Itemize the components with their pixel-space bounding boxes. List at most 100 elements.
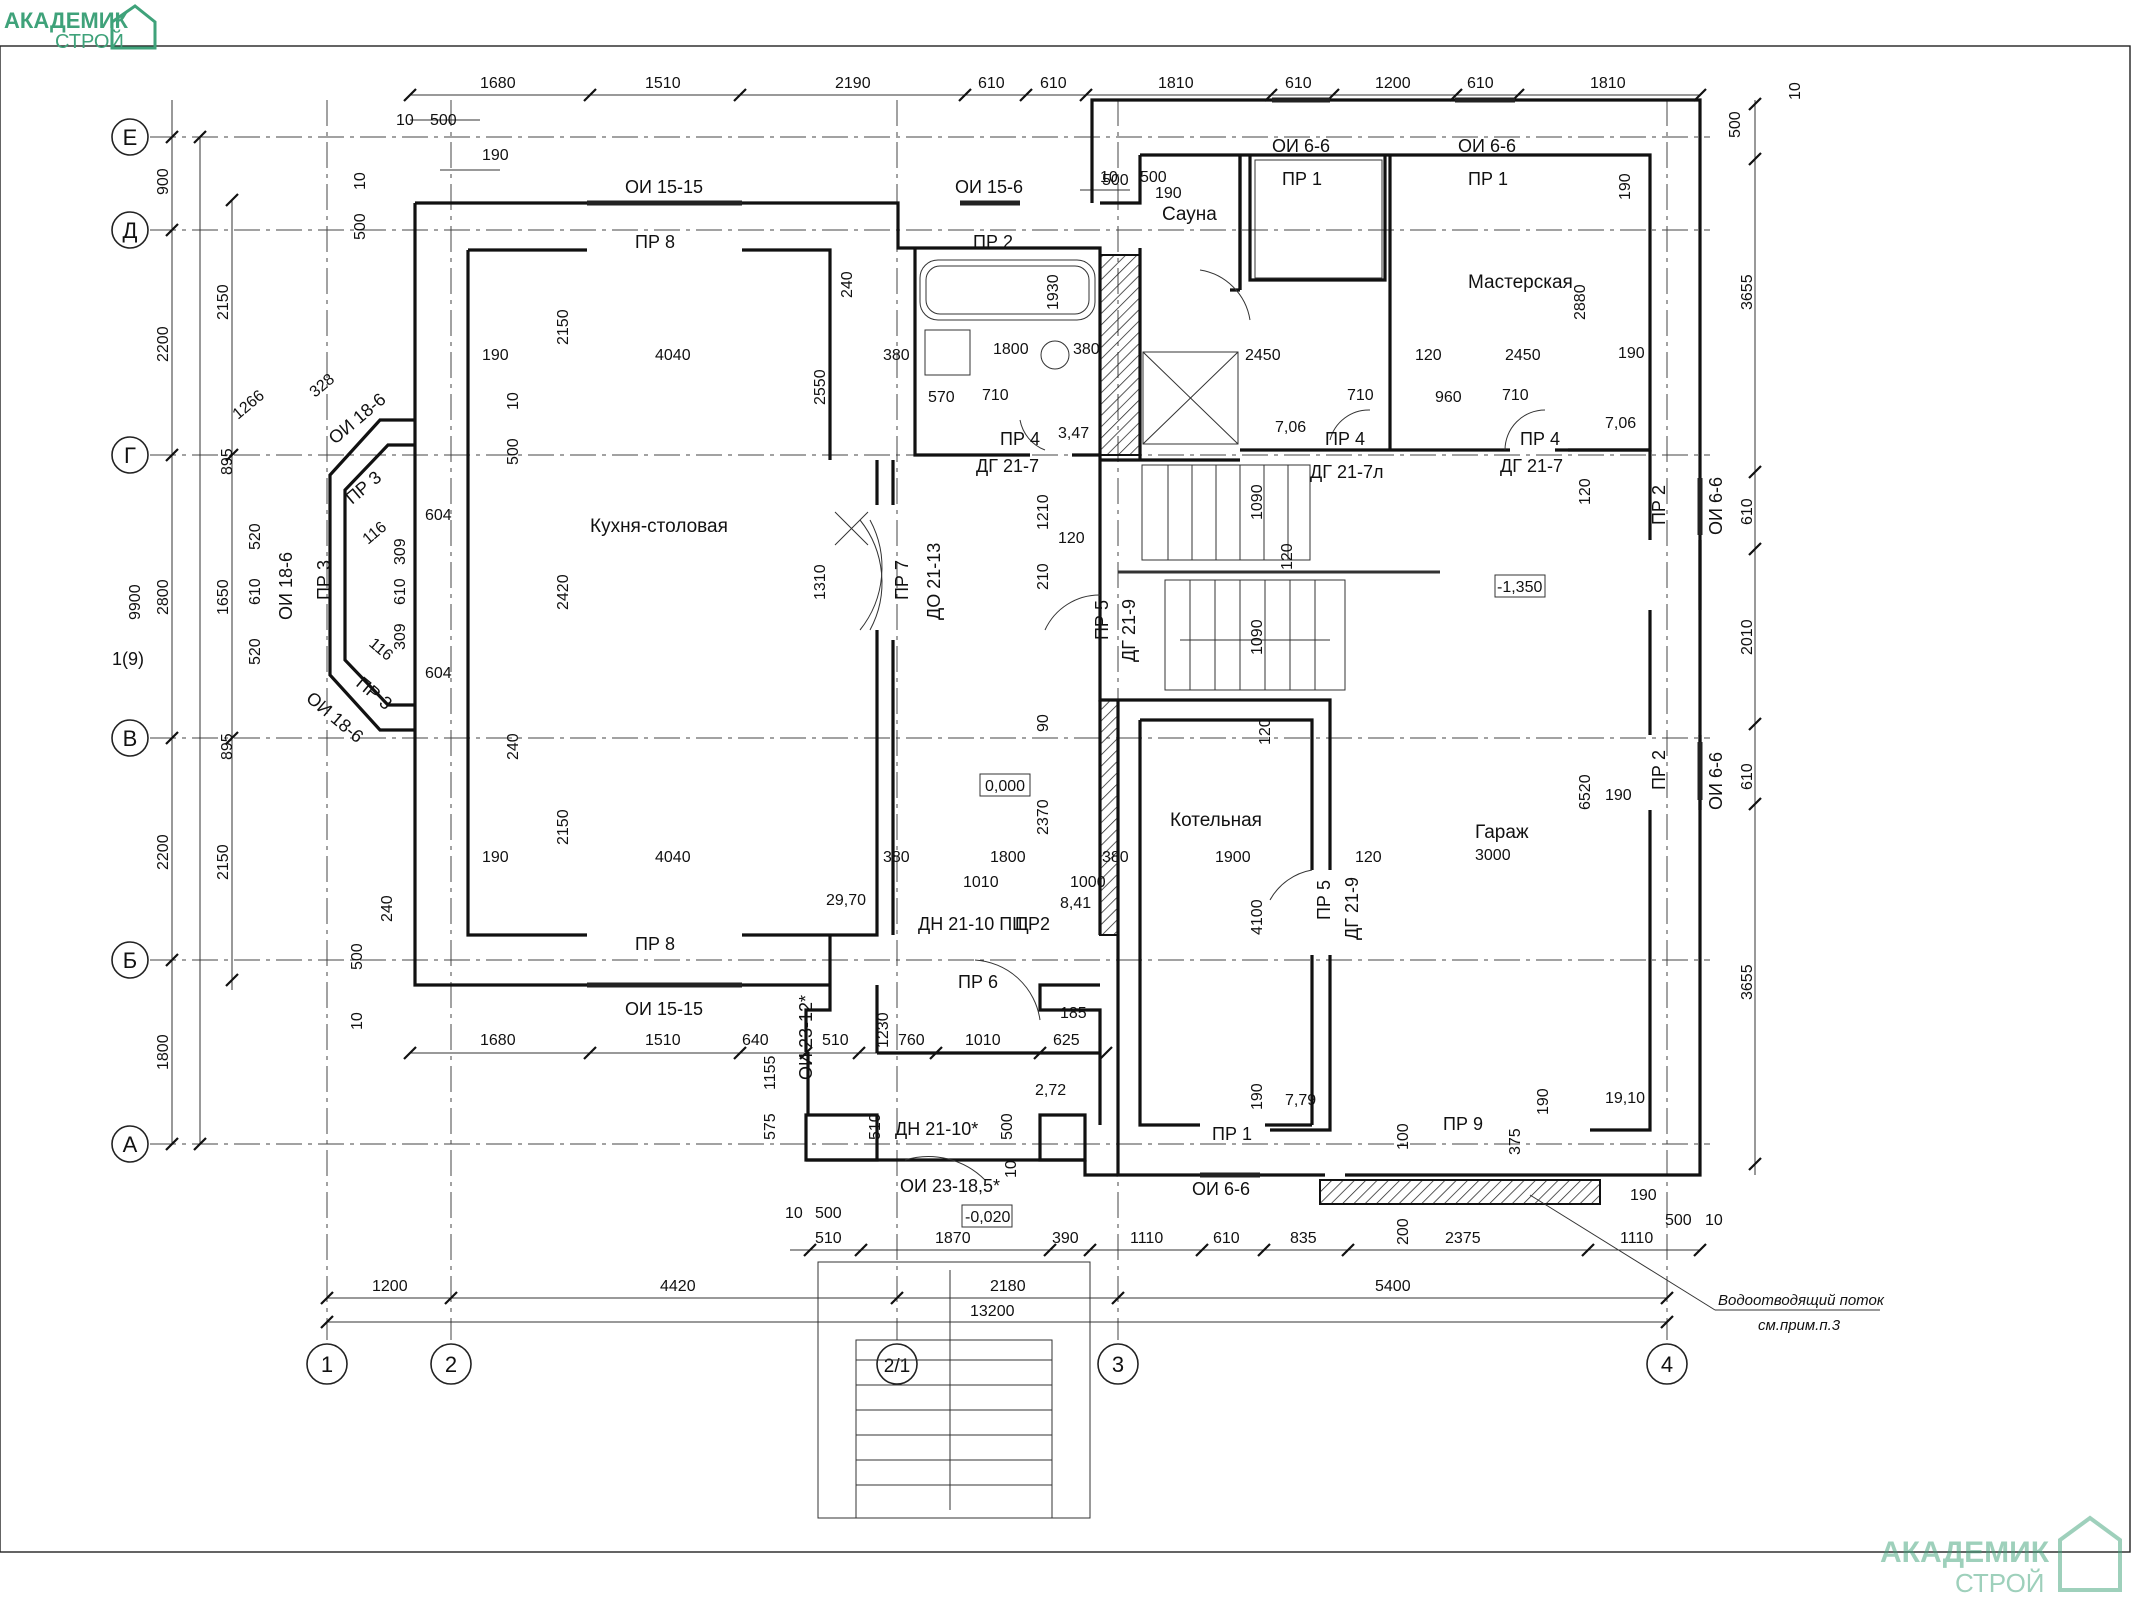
dim-g-6520: 6520	[1577, 774, 1594, 810]
dims-right: 500 3655 610 2010 610 3655	[1727, 111, 1756, 1000]
dim-l-10b: 10	[505, 392, 522, 410]
dim-l-10: 10	[352, 172, 369, 190]
logo-bottom-line2: СТРОЙ	[1955, 1568, 2044, 1598]
axis-label-2: 2	[445, 1352, 457, 1377]
dim-k-h3: 2150	[555, 809, 572, 845]
dim-b2-7: 1110	[1620, 1230, 1653, 1247]
dim-bath-1800: 1800	[993, 341, 1029, 358]
dim-l-500: 500	[352, 213, 369, 240]
axis-label-G: Г	[124, 443, 136, 468]
dim-b1-2: 640	[742, 1032, 769, 1049]
dim-b1-1: 1510	[645, 1032, 681, 1049]
dim-inner-left-0: 2150	[215, 284, 232, 320]
callout-line1: Водоотводящий поток	[1718, 1292, 1885, 1309]
door-do2113: ДО 21-13	[924, 543, 944, 620]
logo-top-line1: АКАДЕМИК	[4, 8, 129, 33]
window-r2: ОИ 6-6	[1706, 752, 1726, 810]
dim-b2-2: 390	[1052, 1230, 1079, 1247]
dim-k-2550: 2550	[812, 369, 829, 405]
callout-line2: см.прим.п.3	[1758, 1317, 1841, 1334]
lintel-bay-a: ПР 3	[342, 467, 385, 508]
area-garage: 19,10	[1605, 1090, 1645, 1107]
dim-bay-309a: 309	[392, 538, 409, 565]
dim-k-h2: 2420	[555, 574, 572, 610]
dims-top: 1680 1510 2190 610 610 1810 610 1200 610…	[480, 75, 1626, 92]
door-dn2110s: ДН 21-10*	[895, 1119, 978, 1139]
section-mark: 1(9)	[112, 649, 144, 669]
dim-t-500a: 500	[430, 112, 457, 129]
area-porch: 2,72	[1035, 1082, 1066, 1099]
watermark-logo-top: АКАДЕМИК СТРОЙ	[4, 4, 157, 53]
dim-h-1010: 1010	[963, 874, 999, 891]
dim-t-10a: 10	[396, 112, 414, 129]
drainage-callout: Водоотводящий поток см.прим.п.3	[1529, 1194, 1885, 1334]
dim-g-190b: 190	[1535, 1088, 1552, 1115]
dim-b2-3: 1110	[1130, 1230, 1163, 1247]
dim-left-2: 2800	[155, 579, 172, 615]
dim-inner-left-2: 2150	[215, 844, 232, 880]
watermark-logo-bottom: АКАДЕМИК СТРОЙ	[1880, 1515, 2122, 1598]
dim-b2-0: 510	[815, 1230, 842, 1247]
dim-l-10c: 10	[349, 1012, 366, 1030]
dim-top-6: 610	[1285, 75, 1312, 92]
dim-p-10b: 10	[785, 1205, 803, 1222]
level-marks: 0,000 -1,350 -0,020	[961, 574, 1546, 1228]
walls	[328, 97, 1703, 1519]
lintel-pr8-top: ПР 8	[635, 232, 675, 252]
dim-b-4100: 4100	[1249, 899, 1266, 935]
dim-right-2: 610	[1739, 498, 1756, 525]
dim-bay-520a: 520	[247, 523, 264, 550]
dim-bath-570: 570	[928, 389, 955, 406]
dim-bath-710: 710	[982, 387, 1009, 404]
lintel-pr9: ПР 9	[1443, 1114, 1483, 1134]
lintel-pr2-r1: ПР 2	[1649, 485, 1669, 525]
dim-top-9: 1810	[1590, 75, 1626, 92]
dim-k-w2: 4040	[655, 849, 691, 866]
dim-left-1: 2200	[155, 326, 172, 362]
dim-w-190b: 190	[1617, 173, 1634, 200]
dim-b1-0: 1680	[480, 1032, 516, 1049]
door-dg219-a: ДГ 21-9	[1119, 599, 1139, 662]
door-dg217l: ДГ 21-7л	[1310, 462, 1383, 482]
logo-bottom-line1: АКАДЕМИК	[1880, 1536, 2050, 1569]
axis-label-3: 3	[1112, 1352, 1124, 1377]
dim-bath-380: 380	[1073, 341, 1100, 358]
dim-bay-604a: 604	[425, 507, 452, 524]
dim-k-380a: 380	[883, 347, 910, 364]
room-garage-label: Гараж	[1475, 822, 1529, 843]
window-bay-b: ОИ 18-6	[276, 552, 296, 620]
axis-lines	[150, 100, 1710, 1340]
lintel-pr1-bottom: ПР 1	[1212, 1124, 1252, 1144]
opening-labels: ОИ 15-15 ОИ 15-6 ПР 8 ПР 2 ОИ 6-6 ОИ 6-6…	[276, 136, 1726, 1199]
area-workshop: 7,06	[1605, 415, 1636, 432]
area-kitchen: 29,70	[826, 892, 866, 909]
dim-bay-610: 610	[392, 578, 409, 605]
window-r1: ОИ 6-6	[1706, 477, 1726, 535]
dim-t-10r: 10	[1787, 82, 1804, 100]
window-workshop: ОИ 6-6	[1458, 136, 1516, 156]
dim-k-240b: 240	[379, 895, 396, 922]
drawing-frame	[0, 45, 2131, 1553]
dim-k-h1: 2150	[555, 309, 572, 345]
dim-st-1090b: 1090	[1249, 619, 1266, 655]
dim-p-185: 185	[1060, 1005, 1087, 1022]
window-boiler: ОИ 6-6	[1192, 1179, 1250, 1199]
dim-h-1000: 1000	[1070, 874, 1106, 891]
dim-g-10: 10	[1705, 1212, 1723, 1229]
dim-b3-0: 1200	[372, 1278, 408, 1295]
door-dg217-a: ДГ 21-7	[976, 456, 1039, 476]
dim-w-2880: 2880	[1572, 284, 1589, 320]
dim-k-190c: 190	[482, 147, 509, 164]
door-dg217-c: ДГ 21-7	[1500, 456, 1563, 476]
dim-t-500b: 500	[1140, 169, 1167, 186]
dim-right-1: 3655	[1739, 274, 1756, 310]
dim-k-190a: 190	[482, 347, 509, 364]
dim-g-120a: 120	[1577, 478, 1594, 505]
dim-bay-610b: 610	[247, 578, 264, 605]
dim-hall-210: 210	[1035, 563, 1052, 590]
dim-t-10b: 10	[1100, 169, 1118, 186]
lintel-pr4-c: ПР 4	[1520, 429, 1560, 449]
dim-k-w1: 4040	[655, 347, 691, 364]
axis-label-1: 1	[321, 1352, 333, 1377]
